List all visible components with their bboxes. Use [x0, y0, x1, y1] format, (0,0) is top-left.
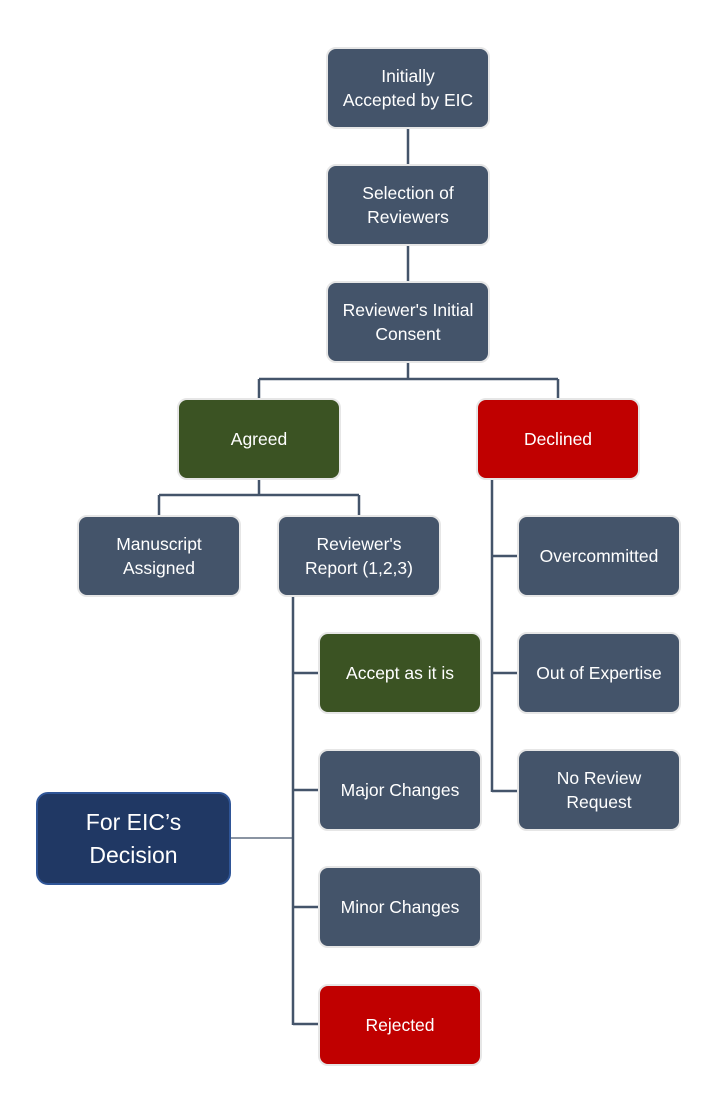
node-no-review-request: No Review Request: [517, 749, 681, 831]
node-agreed: Agreed: [177, 398, 341, 480]
node-overcommitted: Overcommitted: [517, 515, 681, 597]
node-manuscript-assigned: Manuscript Assigned: [77, 515, 241, 597]
node-initially-accepted: Initially Accepted by EIC: [326, 47, 490, 129]
node-minor-changes: Minor Changes: [318, 866, 482, 948]
node-for-eic-decision: For EIC’s Decision: [36, 792, 231, 885]
node-initial-consent: Reviewer's Initial Consent: [326, 281, 490, 363]
node-reviewers-report: Reviewer's Report (1,2,3): [277, 515, 441, 597]
node-rejected: Rejected: [318, 984, 482, 1066]
node-out-of-expertise: Out of Expertise: [517, 632, 681, 714]
node-major-changes: Major Changes: [318, 749, 482, 831]
node-selection-of-reviewers: Selection of Reviewers: [326, 164, 490, 246]
node-accept-as-it-is: Accept as it is: [318, 632, 482, 714]
node-declined: Declined: [476, 398, 640, 480]
